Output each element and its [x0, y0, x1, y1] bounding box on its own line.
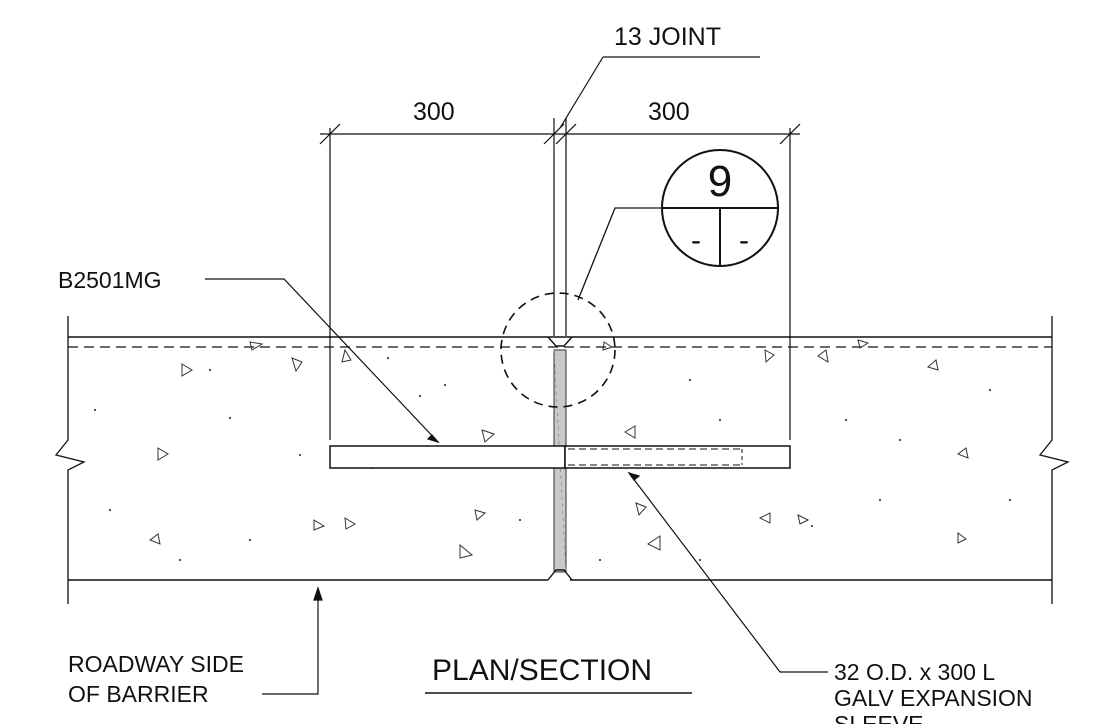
detail-number: 9	[708, 157, 732, 206]
bar-label: B2501MG	[58, 267, 162, 293]
joint-label: 13 JOINT	[614, 23, 721, 51]
detail-sheet-right: -	[739, 224, 749, 257]
detail-callout	[500, 149, 779, 408]
view-title: PLAN/SECTION	[432, 654, 652, 687]
expansion-sleeve	[564, 445, 791, 469]
roadway-label-line-2: OF BARRIER	[68, 681, 209, 707]
dim-right-label: 300	[648, 98, 690, 126]
leaders	[205, 278, 828, 695]
roadway-label-line-1: ROADWAY SIDE	[68, 651, 244, 677]
dowel-bar	[329, 445, 566, 469]
detail-sheet-left: -	[691, 224, 701, 257]
sleeve-label-line-1: 32 O.D. x 300 L	[834, 659, 995, 685]
concrete-hatch	[148, 339, 969, 559]
barrier-body	[54, 316, 1070, 604]
sleeve-label-line-2: GALV EXPANSION	[834, 685, 1033, 711]
dimension-lines	[319, 56, 801, 440]
sleeve-label-line-3: SLEEVE	[834, 711, 924, 724]
dim-left-label: 300	[413, 98, 455, 126]
